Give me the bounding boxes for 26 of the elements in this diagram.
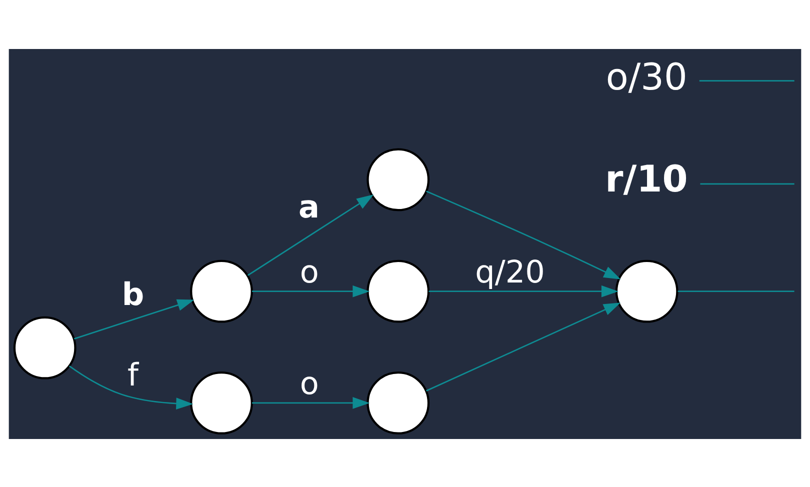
node-text: o/30: [606, 55, 688, 98]
node-circle: [366, 371, 430, 434]
arrow: [426, 190, 621, 279]
connector: [678, 290, 794, 292]
edge-label: o: [300, 254, 319, 290]
node-circle: [190, 371, 253, 434]
arrow: [252, 396, 370, 408]
node-circle: [190, 259, 253, 322]
node-circle: [366, 148, 430, 211]
arrow: [428, 284, 618, 297]
arrow: [247, 194, 374, 276]
node-circle: [366, 259, 430, 322]
edge-label: b: [122, 276, 144, 312]
edge-label: f: [128, 356, 138, 393]
connector: [700, 182, 794, 184]
arrow: [68, 364, 194, 409]
arrow: [74, 298, 194, 339]
arrow: [426, 302, 621, 391]
connector: [699, 80, 794, 81]
node-text: r/10: [605, 156, 688, 200]
node-circle: [13, 316, 76, 379]
edge-label: o: [300, 365, 319, 402]
arrow: [252, 284, 370, 297]
edge-label: a: [298, 188, 320, 225]
edge-label: q/20: [475, 254, 545, 290]
node-circle: [615, 259, 678, 322]
